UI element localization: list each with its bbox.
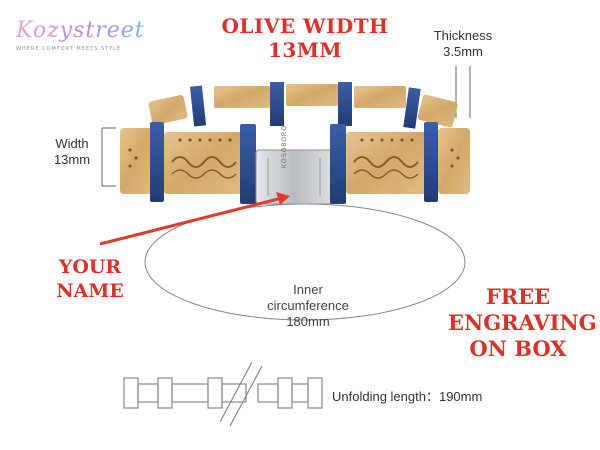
width-bracket <box>101 127 116 187</box>
width-label: Width <box>55 136 89 151</box>
clasp-engraving-text: KOSOBORO <box>282 124 288 168</box>
free-engraving-line2: ENGRAVING <box>448 310 597 335</box>
your-name-arrow <box>99 192 290 246</box>
bracelet-back-links <box>148 82 458 129</box>
unfolded-bracelet-diagram <box>123 361 323 427</box>
bracelet-front-links <box>120 122 470 205</box>
inner-circumference-value: 180mm <box>286 314 330 329</box>
free-engraving-line1: FREE <box>485 284 551 309</box>
page-title: OLIVE WIDTH 13MM <box>221 14 389 62</box>
unfolding-length-label: Unfolding length：190mm <box>332 389 483 404</box>
inner-circumference-label-1: Inner <box>293 282 323 297</box>
inner-circumference-label-2: circumference <box>267 298 349 313</box>
your-name-line1: YOUR <box>58 256 122 278</box>
brand-tagline: WHERE COMFORT MEETS STYLE <box>16 46 122 52</box>
thickness-bracket <box>455 66 471 118</box>
your-name-line2: NAME <box>56 280 124 302</box>
width-value: 13mm <box>53 152 91 167</box>
brand-logo-text: Kozystreet <box>16 18 145 43</box>
thickness-value: 3.5mm <box>443 44 483 59</box>
thickness-label: Thickness <box>433 28 493 43</box>
free-engraving-line3: ON BOX <box>469 336 567 361</box>
